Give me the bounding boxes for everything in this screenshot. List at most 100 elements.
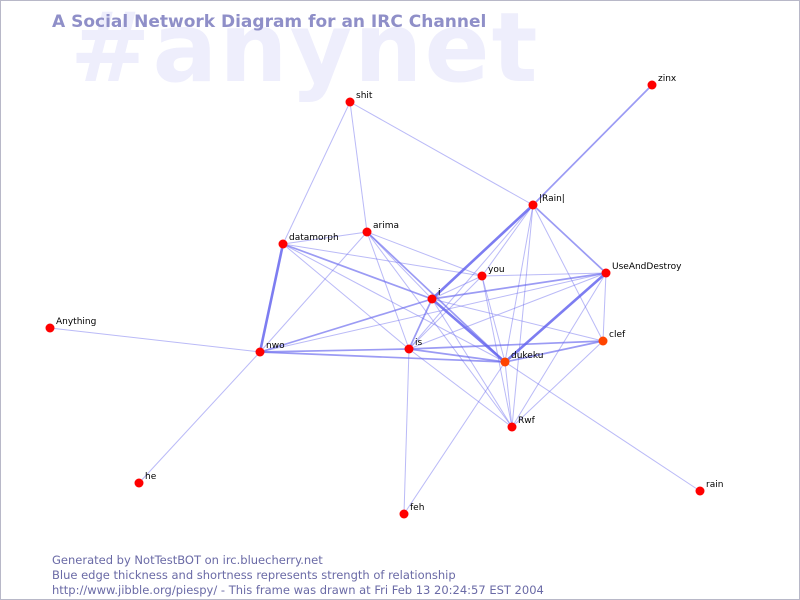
edge-rain_bar-is	[408, 204, 534, 350]
node-dukeku[interactable]: dukeku	[500, 351, 544, 367]
node-dot[interactable]	[601, 268, 611, 278]
node-rain[interactable]: rain	[695, 480, 724, 496]
edge-arima-nwo	[259, 231, 368, 353]
edge-shit-arima	[349, 101, 368, 233]
footer-generated-by: Generated by NotTestBOT on irc.bluecherr…	[52, 553, 323, 567]
edge-datamorph-dukeku	[282, 243, 506, 363]
node-dot[interactable]	[45, 323, 55, 333]
node-dot[interactable]	[695, 486, 705, 496]
edge-rain_bar-rwf	[511, 204, 534, 428]
node-label: nwo	[266, 341, 285, 351]
node-rain_bar[interactable]: |Rain|	[528, 194, 565, 210]
edge-you-useanddestroy	[481, 272, 607, 277]
node-dot[interactable]	[598, 336, 608, 346]
edge-arima-is	[366, 231, 410, 350]
edge-rain_bar-you	[481, 204, 534, 277]
node-dot[interactable]	[404, 344, 414, 354]
edge-i-dukeku	[431, 298, 506, 363]
node-rwf[interactable]: Rwf	[507, 416, 536, 432]
node-dot[interactable]	[477, 271, 487, 281]
node-label: he	[145, 472, 157, 482]
edge-layer	[49, 84, 701, 515]
edge-is-rwf	[408, 348, 513, 428]
edge-rain_bar-clef	[532, 204, 604, 342]
edge-clef-dukeku	[504, 340, 604, 363]
edge-clef-rwf	[511, 340, 604, 428]
edge-you-i	[431, 275, 483, 300]
edge-useanddestroy-clef	[602, 272, 607, 342]
edge-is-nwo	[259, 348, 410, 353]
node-i[interactable]: i	[427, 288, 441, 304]
edge-i-is	[408, 298, 433, 350]
node-label: dukeku	[511, 351, 543, 361]
edge-zinx-rain_bar	[532, 84, 653, 206]
edge-nwo-he	[138, 351, 261, 484]
node-label: datamorph	[289, 233, 339, 243]
node-dot[interactable]	[500, 357, 510, 367]
node-label: UseAndDestroy	[612, 262, 682, 272]
node-nwo[interactable]: nwo	[255, 341, 286, 357]
node-label: is	[415, 338, 423, 348]
edge-datamorph-i	[282, 243, 433, 300]
edge-arima-you	[366, 231, 483, 277]
node-useanddestroy[interactable]: UseAndDestroy	[601, 262, 683, 278]
node-dot[interactable]	[399, 509, 409, 519]
node-feh[interactable]: feh	[399, 503, 425, 519]
node-dot[interactable]	[134, 478, 144, 488]
node-dot[interactable]	[507, 422, 517, 432]
node-dot[interactable]	[362, 227, 372, 237]
edge-you-is	[408, 275, 483, 350]
node-is[interactable]: is	[404, 338, 423, 354]
node-label: i	[438, 288, 441, 298]
edge-useanddestroy-nwo	[259, 272, 607, 353]
footer-url-timestamp: http://www.jibble.org/piespy/ - This fra…	[52, 583, 544, 597]
edge-useanddestroy-dukeku	[504, 272, 607, 363]
edge-shit-datamorph	[282, 101, 351, 245]
node-label: feh	[410, 503, 424, 513]
edge-datamorph-is	[282, 243, 410, 350]
node-you[interactable]: you	[477, 265, 505, 281]
node-label: Rwf	[518, 416, 536, 426]
node-zinx[interactable]: zinx	[647, 74, 677, 90]
edge-useanddestroy-is	[408, 272, 607, 350]
node-anything[interactable]: Anything	[45, 317, 97, 333]
footer-legend-note: Blue edge thickness and shortness repres…	[52, 568, 456, 582]
edge-arima-rwf	[366, 231, 513, 428]
edge-you-rwf	[481, 275, 513, 428]
edge-is-feh	[403, 348, 410, 515]
edge-dukeku-rain	[504, 361, 701, 492]
channel-watermark: #anynet	[70, 0, 540, 104]
footer: Generated by NotTestBOT on irc.bluecherr…	[52, 553, 544, 598]
edge-dukeku-feh	[403, 361, 506, 515]
edge-useanddestroy-i	[431, 272, 607, 300]
node-label: rain	[706, 480, 723, 490]
edge-clef-is	[408, 340, 604, 350]
edge-anything-nwo	[49, 327, 261, 353]
edge-datamorph-arima	[282, 231, 368, 245]
node-dot[interactable]	[278, 239, 288, 249]
node-dot[interactable]	[345, 97, 355, 107]
node-dot[interactable]	[528, 200, 538, 210]
node-dot[interactable]	[427, 294, 437, 304]
edge-rain_bar-dukeku	[504, 204, 534, 363]
node-label: zinx	[658, 74, 677, 84]
node-label: |Rain|	[539, 194, 565, 204]
edge-rain_bar-i	[431, 204, 534, 300]
node-dot[interactable]	[647, 80, 657, 90]
node-he[interactable]: he	[134, 472, 157, 488]
edge-rain_bar-useanddestroy	[532, 204, 607, 274]
node-label: arima	[373, 221, 399, 231]
node-clef[interactable]: clef	[598, 330, 626, 346]
node-arima[interactable]: arima	[362, 221, 400, 237]
node-label: you	[488, 265, 505, 275]
edge-i-clef	[431, 298, 604, 342]
node-shit[interactable]: shit	[345, 91, 373, 107]
diagram-title: A Social Network Diagram for an IRC Chan…	[52, 12, 487, 32]
edge-datamorph-nwo	[258, 243, 285, 353]
node-label: clef	[609, 330, 626, 340]
node-dot[interactable]	[255, 347, 265, 357]
edge-datamorph-you	[282, 243, 483, 277]
node-layer: zinx shit |Rain| arima datamorph you UseAndDes…	[45, 74, 724, 519]
node-datamorph[interactable]: datamorph	[278, 233, 339, 249]
